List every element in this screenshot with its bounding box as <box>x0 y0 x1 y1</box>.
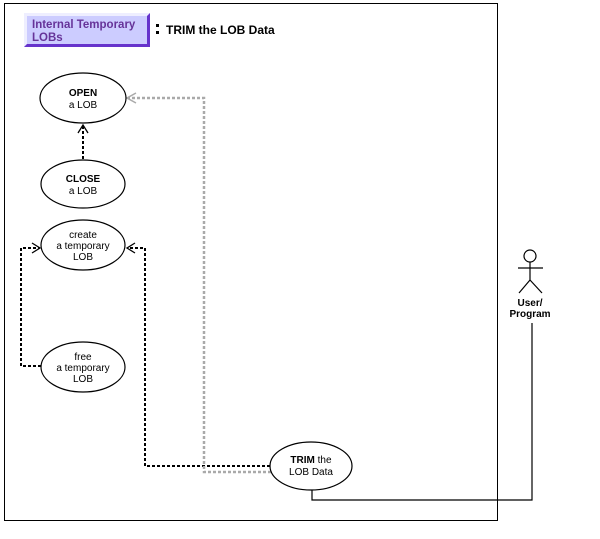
use-case-open-line-2: a LOB <box>69 100 98 111</box>
use-case-close-line-2: a LOB <box>69 186 98 197</box>
title-box-fill <box>24 13 150 47</box>
use-case-trim-rest: the <box>315 455 332 466</box>
use-case-trim[interactable]: TRIM the LOB Data <box>269 441 353 491</box>
use-case-create-line-2: a temporary <box>56 241 109 252</box>
separator-dot-top <box>156 24 159 27</box>
use-case-trim-bold: TRIM <box>290 455 314 466</box>
use-case-create-line-1: create <box>69 230 97 241</box>
connector-close-to-open <box>77 123 89 159</box>
use-case-free[interactable]: free a temporary LOB <box>40 341 126 393</box>
connector-trim-to-open <box>125 92 271 474</box>
separator-dot-bottom <box>156 31 159 34</box>
arrowhead-icon <box>31 242 42 254</box>
actor-user-program[interactable]: User/ Program <box>509 249 551 320</box>
use-case-trim-line-1: TRIM the <box>290 455 332 466</box>
use-case-create[interactable]: create a temporary LOB <box>40 219 126 271</box>
arrowhead-icon <box>125 242 136 254</box>
title-line-2: LOBs <box>32 32 63 44</box>
actor-label-line-2: Program <box>509 309 550 320</box>
diagram-heading: TRIM the LOB Data <box>166 23 275 37</box>
arrowhead-icon <box>125 92 137 104</box>
use-case-open[interactable]: OPEN a LOB <box>39 72 127 124</box>
use-case-trim-line-2: LOB Data <box>289 467 333 478</box>
title-box: Internal Temporary LOBs <box>24 13 150 47</box>
connector-free-to-create <box>20 242 42 367</box>
connector-trim-to-create <box>125 242 270 467</box>
diagram-frame <box>4 3 498 521</box>
use-case-open-line-1: OPEN <box>69 88 97 99</box>
use-case-close-line-1: CLOSE <box>66 174 101 185</box>
connector-actor-to-trim <box>311 323 533 501</box>
use-case-free-line-1: free <box>74 352 92 363</box>
use-case-free-line-2: a temporary <box>56 363 109 374</box>
actor-label-line-1: User/ <box>517 298 542 309</box>
use-case-close[interactable]: CLOSE a LOB <box>40 159 126 209</box>
title-line-1: Internal Temporary <box>32 19 136 31</box>
arrowhead-icon <box>77 123 89 134</box>
stick-figure-icon <box>518 249 543 294</box>
use-case-create-line-3: LOB <box>73 252 93 263</box>
use-case-free-line-3: LOB <box>73 374 93 385</box>
